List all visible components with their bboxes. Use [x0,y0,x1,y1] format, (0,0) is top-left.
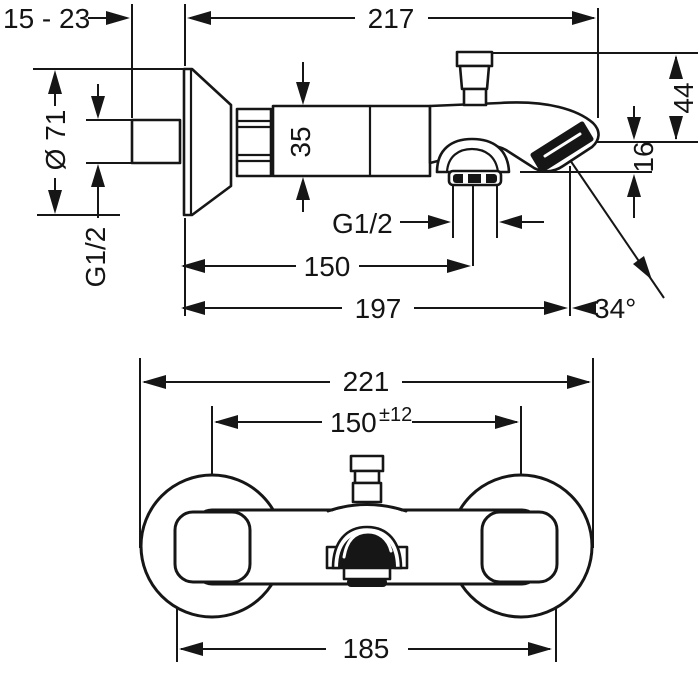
dim-shower-thread-label: G1/2 [332,208,393,239]
dim-wall-thread: G1/2 [80,84,111,287]
diverter-knob-front [325,525,409,587]
dim-connection-centers: 150 ±12 [214,404,519,438]
dim-outlet-angle-label: 34° [594,293,636,324]
dim-outlet-angle: 34° [569,159,665,324]
dim-wall-thread-label: G1/2 [80,227,111,288]
handle-base-left [173,510,252,584]
shower-port [455,50,494,107]
dim-reach-outlet: 197 [181,293,596,324]
dim-port-height-label: 44 [668,82,699,113]
dim-reach-outlet-label: 197 [355,293,402,324]
wall-union-stub [130,118,182,165]
union-nut [235,107,273,178]
side-view: 15 - 23 217 Ø 71 G1/2 [3,3,699,324]
side-view-extension-lines [33,4,698,316]
dim-body-height-label: 35 [285,126,316,157]
dim-wall-clearance-label: 15 - 23 [3,3,90,34]
dim-shower-thread: G1/2 [332,186,544,239]
dim-escutcheon-diameter-label: Ø 71 [40,110,71,171]
front-view: 221 150 ±12 [139,358,594,664]
shower-port-front [349,454,385,504]
spout-outlet [530,121,594,173]
dim-reach-center-label: 150 [304,251,351,282]
dim-total-projection: 217 [187,3,596,34]
handle-base-right [480,510,559,584]
dim-overall-width: 221 [142,366,591,397]
dim-outlet-drop: 16 [627,106,659,218]
dim-connection-tolerance-label: ±12 [379,404,412,426]
dim-body-width-label: 185 [343,633,390,664]
dim-outlet-drop-label: 16 [628,141,659,172]
dim-port-height: 44 [668,55,699,140]
dim-body-height: 35 [285,62,316,212]
diverter-knob-side [435,137,511,187]
dim-body-width: 185 [179,633,552,664]
dim-reach-center: 150 [181,186,474,282]
dim-wall-clearance: 15 - 23 [3,3,130,34]
dim-escutcheon-diameter: Ø 71 [40,70,71,214]
dim-connection-centers-label: 150 [330,407,377,438]
dim-total-projection-label: 217 [368,3,415,34]
escutcheon [182,67,233,217]
dim-overall-width-label: 221 [343,366,390,397]
